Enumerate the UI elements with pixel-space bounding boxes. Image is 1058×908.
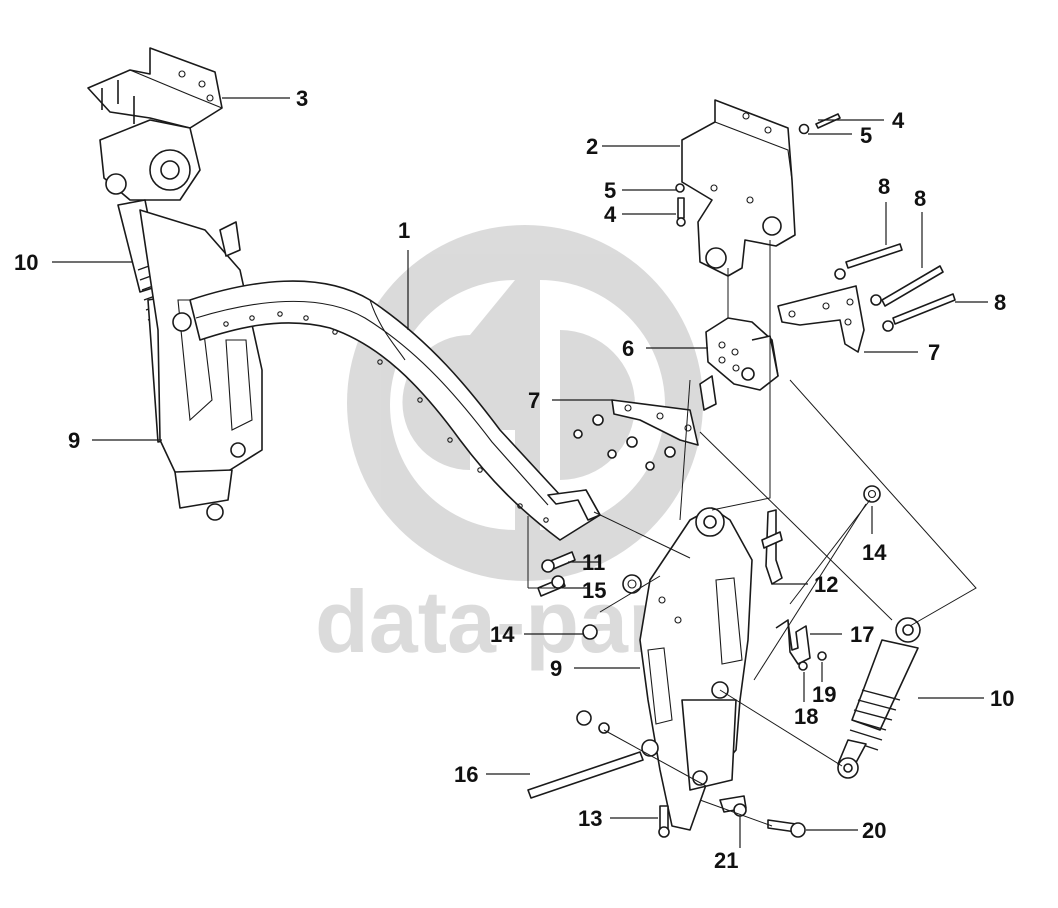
- callout-15: 15: [582, 578, 606, 603]
- callout-1: 1: [398, 218, 410, 243]
- part-10-shock-right: [837, 617, 921, 779]
- callout-11: 11: [582, 550, 605, 575]
- callout-12: 12: [814, 572, 838, 597]
- bolts-8: [834, 243, 956, 332]
- part-9-arm-right: [639, 507, 753, 831]
- callout-8-left: 8: [878, 174, 890, 199]
- callout-17: 17: [850, 622, 874, 647]
- assembly-lines: [527, 240, 977, 827]
- callout-13: 13: [578, 806, 602, 831]
- callout-19: 19: [812, 682, 836, 707]
- callout-3: 3: [296, 86, 308, 111]
- bolt-4-top: [798, 113, 841, 135]
- callout-4-top: 4: [892, 108, 905, 133]
- callout-14-left: 14: [490, 622, 515, 647]
- screw-21: [719, 795, 747, 817]
- callout-4-mid: 4: [604, 202, 617, 227]
- callout-7-lower: 7: [528, 388, 540, 413]
- nut-14-left: [582, 574, 642, 640]
- part-3-bracket: [87, 47, 223, 201]
- part-2-bracket: [681, 99, 796, 277]
- watermark-logo: [347, 225, 703, 581]
- callout-5-mid: 5: [604, 178, 616, 203]
- bolt-16: [527, 710, 659, 799]
- bolt-4-mid: [675, 183, 686, 227]
- callout-18: 18: [794, 704, 818, 729]
- callout-16: 16: [454, 762, 478, 787]
- callout-21: 21: [714, 848, 738, 873]
- frame-holes: [223, 311, 549, 523]
- part-1-frame-tube: [189, 280, 601, 541]
- callout-8-mid: 8: [914, 186, 926, 211]
- bolt-15: [537, 575, 566, 597]
- callout-10-left: 10: [14, 250, 38, 275]
- callout-7-upper: 7: [928, 340, 940, 365]
- nut-14-right: [863, 485, 881, 503]
- callout-14-right: 14: [862, 540, 887, 565]
- callout-8-right: 8: [994, 290, 1006, 315]
- part-9-arm-left: [139, 209, 263, 521]
- bolt-11: [541, 551, 576, 573]
- bolt-20: [767, 819, 806, 838]
- bolt-13: [658, 805, 670, 838]
- callout-5-top: 5: [860, 123, 872, 148]
- callout-9-right: 9: [550, 656, 562, 681]
- part-7-plate-lower: [573, 375, 717, 471]
- leader-lines: [52, 97, 988, 848]
- callout-2: 2: [586, 134, 598, 159]
- part-6-bracket: [705, 317, 779, 391]
- part-12-clip: [761, 509, 783, 585]
- callout-20: 20: [862, 818, 886, 843]
- part-7-plate-upper: [777, 285, 865, 353]
- callout-10-right: 10: [990, 686, 1014, 711]
- callout-9-left: 9: [68, 428, 80, 453]
- part-17-bracket: [775, 619, 827, 671]
- callout-labels: 1 2 3 4 4 5 5 6 7 7 8 8 8 9 9 10 10 11 1…: [14, 86, 1014, 873]
- callout-6: 6: [622, 336, 634, 361]
